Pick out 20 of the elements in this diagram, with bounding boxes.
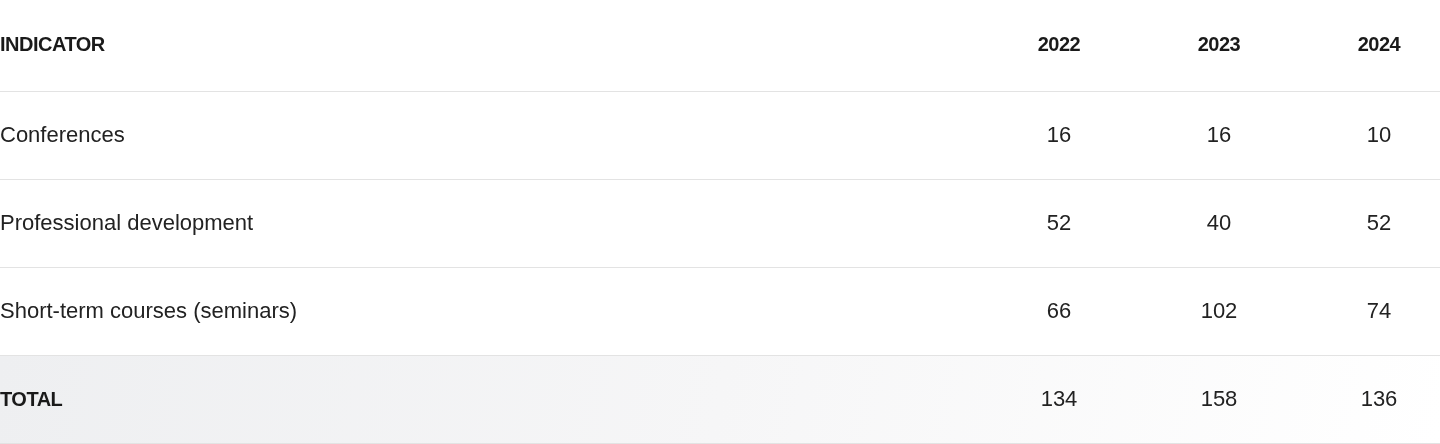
table-cell: 134 [1040, 388, 1078, 410]
table-cell: 158 [1200, 388, 1238, 410]
row-label: Short-term courses (seminars) [0, 300, 298, 322]
row-label: Professional development [0, 212, 254, 234]
table-cell: 10 [1366, 124, 1392, 146]
table-cell: 102 [1200, 300, 1238, 322]
table-cell: 136 [1360, 388, 1398, 410]
table-cell: 74 [1366, 300, 1392, 322]
column-header: 2022 [1037, 33, 1081, 54]
column-header: INDICATOR [0, 33, 105, 54]
table-cell: 52 [1366, 212, 1392, 234]
column-header: 2023 [1197, 33, 1241, 54]
table-cell: 16 [1046, 124, 1072, 146]
table-cell: 40 [1206, 212, 1232, 234]
table-cell: 52 [1046, 212, 1072, 234]
row-label: TOTAL [0, 389, 63, 409]
table-cell: 66 [1046, 300, 1072, 322]
table-cell: 16 [1206, 124, 1232, 146]
row-label: Conferences [0, 124, 125, 146]
column-header: 2024 [1357, 33, 1401, 54]
